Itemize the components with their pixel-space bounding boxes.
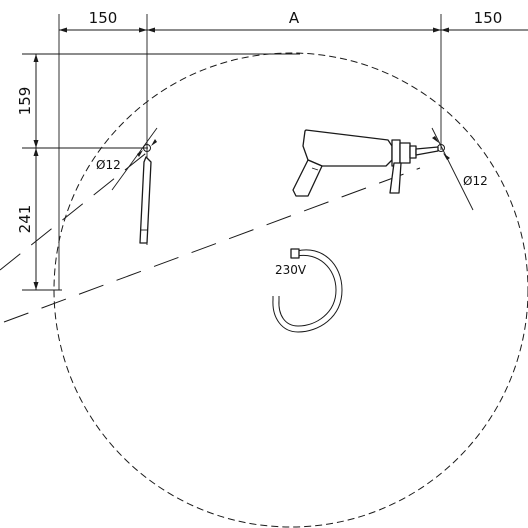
hammer-drill-icon [292,129,439,197]
drill-guide-line-upper [0,149,151,271]
dim-span-a: A [289,9,300,27]
dim-height-upper: 159 [16,87,34,116]
dim-height-lower: 241 [16,205,34,234]
mounting-hole-left [111,127,158,191]
left-dimension-line [22,53,300,291]
mounting-hole-right [431,127,474,211]
hole-diameter-left: Ø12 [96,158,121,172]
footprint-circle [53,52,528,528]
dim-left-offset: 150 [89,9,118,27]
hole-diameter-right: Ø12 [463,174,488,188]
voltage-label: 230V [275,263,307,277]
power-cable-icon [272,248,343,333]
drill-guide-line [3,167,421,323]
pencil-icon [139,156,152,244]
dim-right-offset: 150 [474,9,503,27]
